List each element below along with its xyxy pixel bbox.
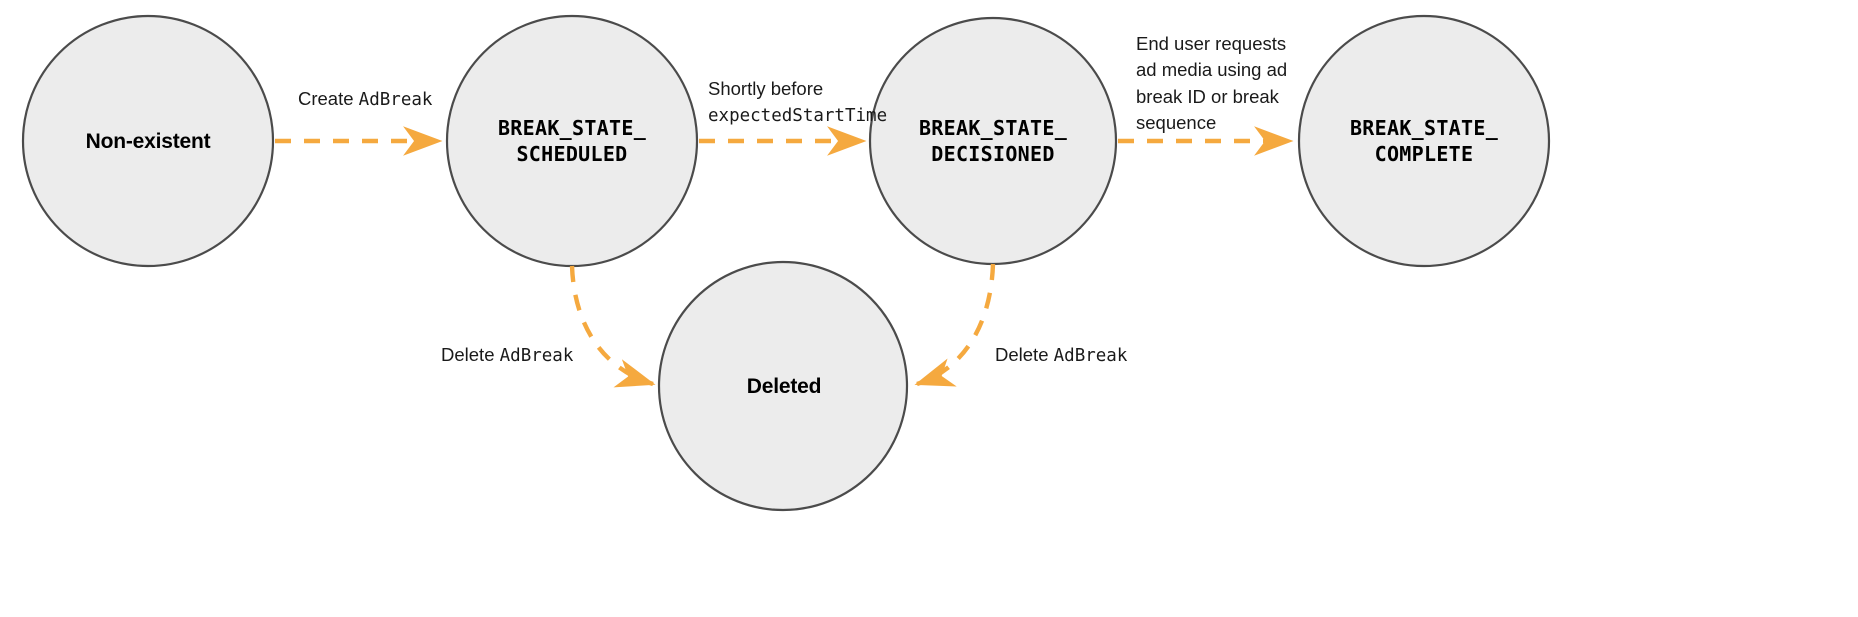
edge-label-run-mono: AdBreak — [499, 346, 574, 366]
edge-label-run-sans: Delete — [441, 344, 500, 365]
edge-label-run-mono: expectedStartTime — [708, 106, 888, 127]
edge-delete-adbreak-from-scheduled[interactable] — [569, 265, 656, 388]
edge-label-line-4: sequence — [1136, 111, 1217, 133]
node-break-state-complete[interactable] — [1297, 14, 1551, 268]
edge-label-delete-adbreak-from-scheduled: Delete AdBreak — [441, 342, 573, 369]
edge-label-delete-adbreak-from-decisioned: Delete AdBreak — [995, 342, 1127, 369]
node-deleted[interactable] — [657, 260, 909, 512]
edge-label-line-3: break ID or break — [1136, 85, 1279, 107]
node-break-state-decisioned[interactable] — [868, 16, 1118, 266]
edge-label-run-sans: Delete — [995, 344, 1054, 365]
edge-label-run-mono: AdBreak — [1053, 346, 1128, 366]
edge-label-run-sans: Shortly before — [708, 78, 824, 99]
edge-label-shortly-before-expectedstarttime: Shortly before expectedStartTime — [708, 76, 887, 129]
edge-label-line-2: ad media using ad — [1136, 59, 1288, 81]
node-break-state-scheduled[interactable] — [445, 14, 699, 268]
node-non-existent[interactable] — [21, 14, 275, 268]
edge-label-line-1: End user requests — [1136, 33, 1287, 54]
edge-label-end-user-requests-ad-media: End user requests ad media using ad break … — [1136, 31, 1287, 136]
edge-delete-adbreak-from-decisioned[interactable] — [914, 263, 996, 387]
edge-label-create-adbreak: Create AdBreak — [298, 86, 432, 113]
edge-label-run-mono: AdBreak — [358, 90, 433, 110]
edge-label-run-sans: Create — [298, 88, 359, 109]
